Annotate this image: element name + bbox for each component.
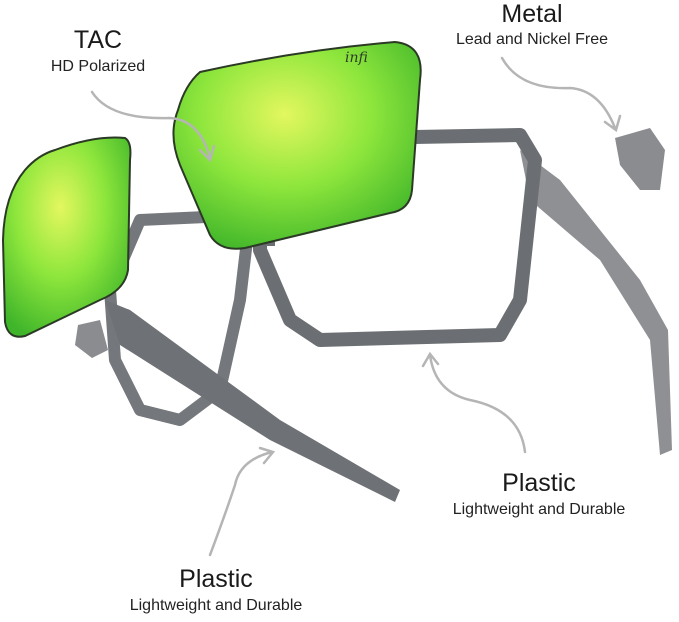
metal-hinge-left (75, 320, 108, 358)
left-temple-arm (105, 300, 400, 502)
right-temple-arm (520, 150, 672, 455)
callout-plastic-bottom: Plastic Lightweight and Durable (105, 565, 327, 615)
callout-plastic-bottom-subtitle: Lightweight and Durable (129, 597, 303, 614)
arrow-tac-icon (90, 90, 216, 163)
arrows (90, 56, 622, 557)
arrow-plastic-right-icon (421, 351, 527, 454)
metal-hinge-right (615, 128, 665, 190)
callout-metal-title: Metal (501, 0, 563, 28)
left-lens (1, 136, 132, 338)
callout-plastic-right: Plastic Lightweight and Durable (428, 469, 650, 519)
callout-plastic-bottom-title: Plastic (179, 565, 253, 593)
callout-metal: Metal Lead and Nickel Free (432, 0, 632, 49)
logo: infi (345, 50, 368, 66)
callout-metal-subtitle: Lead and Nickel Free (455, 31, 609, 48)
callout-plastic-right-subtitle: Lightweight and Durable (452, 501, 626, 518)
right-lens (172, 40, 422, 250)
callout-tac-title: TAC (73, 26, 123, 54)
arrow-metal-icon (500, 56, 622, 133)
callout-tac: TAC HD Polarized (38, 26, 158, 76)
callout-tac-subtitle: HD Polarized (50, 58, 146, 75)
arrow-plastic-bottom-icon (208, 446, 276, 557)
callout-plastic-right-title: Plastic (502, 469, 576, 497)
